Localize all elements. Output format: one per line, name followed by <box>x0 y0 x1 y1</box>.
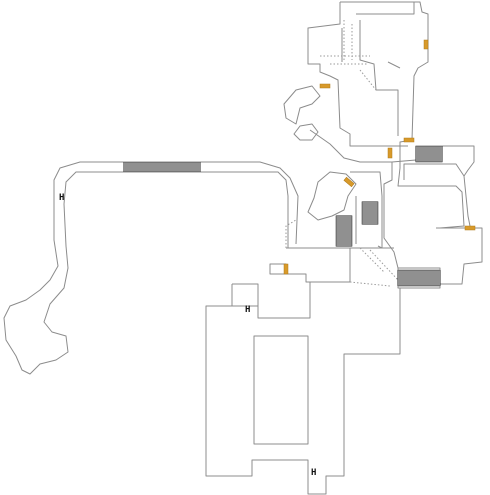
door-north-east[interactable] <box>423 39 429 50</box>
stairs-tower-left <box>335 215 353 247</box>
stairs-south-east <box>397 269 441 287</box>
door-corridor[interactable] <box>403 137 415 143</box>
marker-h-south-exit: H <box>311 468 316 478</box>
small-box <box>269 263 287 275</box>
door-east-room[interactable] <box>464 225 476 231</box>
north-building <box>307 1 465 229</box>
stairs-west-corridor <box>123 161 201 173</box>
door-north-west[interactable] <box>319 83 331 89</box>
stairs-tower-right <box>361 201 379 225</box>
marker-h-south-room: H <box>245 305 250 315</box>
west-corridor <box>3 161 299 375</box>
door-small-box[interactable] <box>283 263 289 275</box>
marker-h-west: H <box>59 193 64 203</box>
door-central[interactable] <box>387 147 393 159</box>
south-building <box>205 282 401 495</box>
central-hall <box>285 219 399 287</box>
stair-tower <box>350 171 383 249</box>
cave-blob-north <box>283 85 321 125</box>
door-blob[interactable] <box>343 176 355 188</box>
cave-blob-middle <box>293 123 319 141</box>
cave-blob-west <box>307 171 357 221</box>
stairs-east-corridor <box>415 145 443 163</box>
